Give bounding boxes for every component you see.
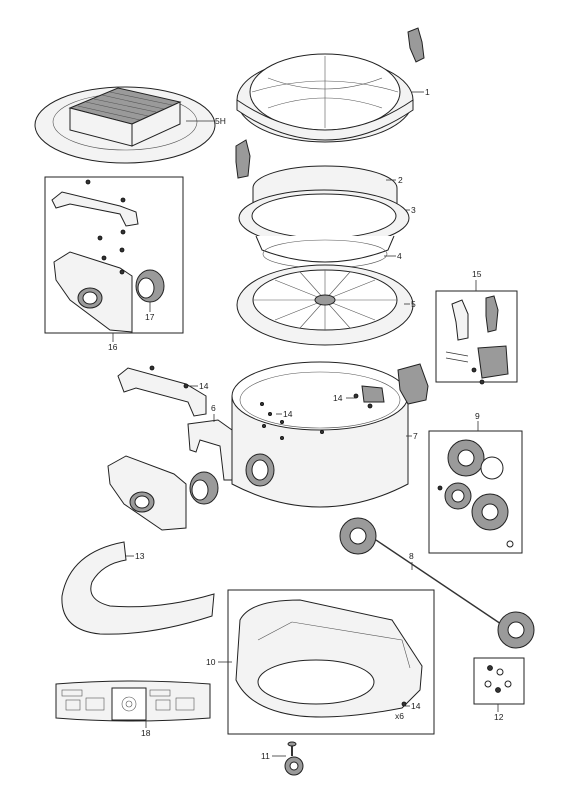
callout-15: 15 (472, 269, 482, 279)
part-18-label (55, 680, 211, 722)
latch-lid-left (235, 139, 251, 179)
callout-14-base: 14 (411, 701, 421, 711)
part-15-latch-kit (445, 295, 509, 385)
latch-receiver (397, 363, 429, 405)
callout-17: 17 (145, 312, 155, 322)
part-1-lid (236, 53, 414, 143)
quantity-x6: x6 (395, 711, 404, 721)
part-17-inlet-connector (135, 269, 165, 303)
part-6-bracket (187, 419, 233, 481)
part-12-small-parts (484, 665, 512, 693)
callout-5h: 5H (215, 116, 226, 126)
part-9-wheel-set (437, 439, 514, 548)
part-11-caster (284, 741, 304, 776)
part-16-handle-and-inlet (51, 179, 139, 333)
lower-inlet-assembly (107, 455, 219, 531)
part-8-axle-wheels (339, 517, 535, 649)
callout-9: 9 (475, 411, 480, 421)
callout-16: 16 (108, 342, 118, 352)
callout-4: 4 (397, 251, 402, 261)
part-9-box (428, 430, 523, 554)
part-4-filter-sleeve (255, 235, 395, 269)
callout-1: 1 (425, 87, 430, 97)
side-handle (117, 365, 207, 417)
part-7-container (231, 361, 409, 508)
callout-13: 13 (135, 551, 145, 561)
part-12-box (473, 657, 525, 705)
callout-6: 6 (211, 403, 216, 413)
part-15-box (435, 290, 518, 383)
callout-14-handle: 14 (199, 381, 209, 391)
part-16-box (44, 176, 184, 334)
part-5-filter-grid (236, 264, 414, 346)
callout-11: 11 (261, 751, 270, 761)
callout-14-drum: 14 (283, 409, 293, 419)
part-5h-filter-cartridge (34, 86, 216, 164)
callout-14-plate: 14 (333, 393, 343, 403)
callout-2: 2 (398, 175, 403, 185)
latch-upper-right (407, 27, 425, 63)
mounting-plate (353, 385, 385, 409)
part-13-bumper (61, 541, 215, 635)
callout-7: 7 (413, 431, 418, 441)
part-10-base (235, 599, 423, 718)
callout-12: 12 (494, 712, 504, 722)
callout-18: 18 (141, 728, 151, 738)
part-3-seal-ring (238, 189, 410, 247)
callout-3: 3 (411, 205, 416, 215)
callout-8: 8 (409, 551, 414, 561)
callout-10: 10 (206, 657, 216, 667)
callout-5: 5 (411, 299, 416, 309)
